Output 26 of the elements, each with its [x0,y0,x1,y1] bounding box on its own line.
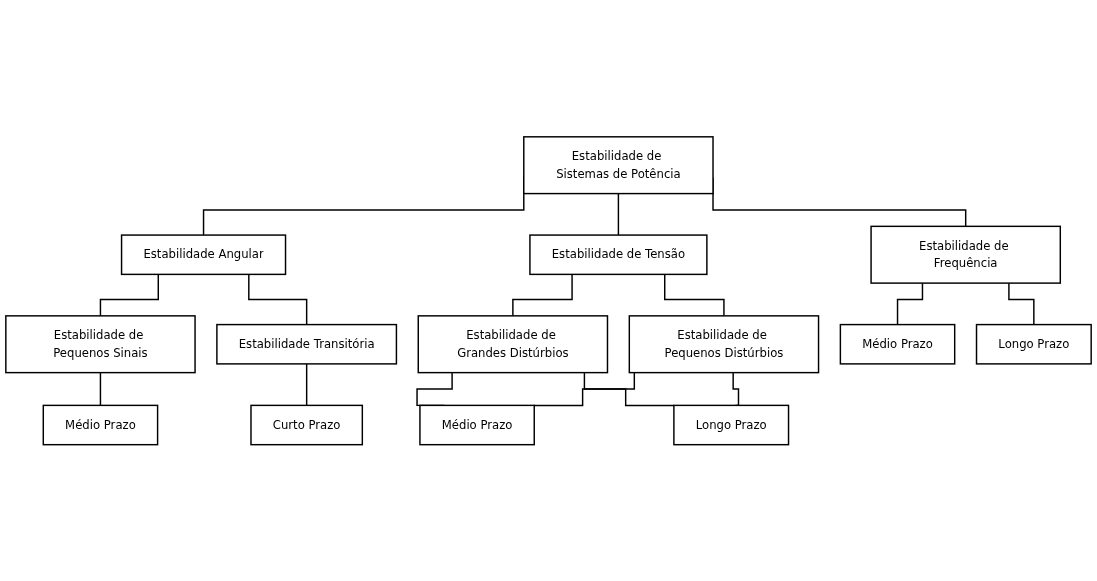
node-box: Estabilidade de Tensão [529,234,708,275]
node-box: Estabilidade de Sistemas de Potência [523,135,714,195]
connector [512,273,573,317]
node-box: Curto Prazo [250,404,364,446]
connector [99,273,159,317]
node-box: Médio Prazo [839,323,956,365]
node-box: Estabilidade de Pequenos Distúrbios [628,314,820,374]
connector [248,273,308,326]
connector [533,371,636,406]
node-box: Médio Prazo [42,404,159,446]
node-box: Longo Prazo [975,323,1092,365]
connector [664,273,725,317]
node-box: Estabilidade de Grandes Distúrbios [417,314,609,374]
node-box: Médio Prazo [419,404,535,446]
connector [99,371,102,406]
node-box: Estabilidade Transitória [216,323,398,365]
node-box: Estabilidade de Pequenos Sinais [5,314,196,374]
node-box: Estabilidade de Frequência [870,225,1062,284]
connector [732,371,740,406]
node-box: Estabilidade Angular [120,234,287,275]
connector [305,362,308,406]
connector [1008,282,1035,326]
connector [617,192,620,236]
connector [896,282,924,326]
connector [583,371,675,406]
node-box: Longo Prazo [673,404,790,446]
